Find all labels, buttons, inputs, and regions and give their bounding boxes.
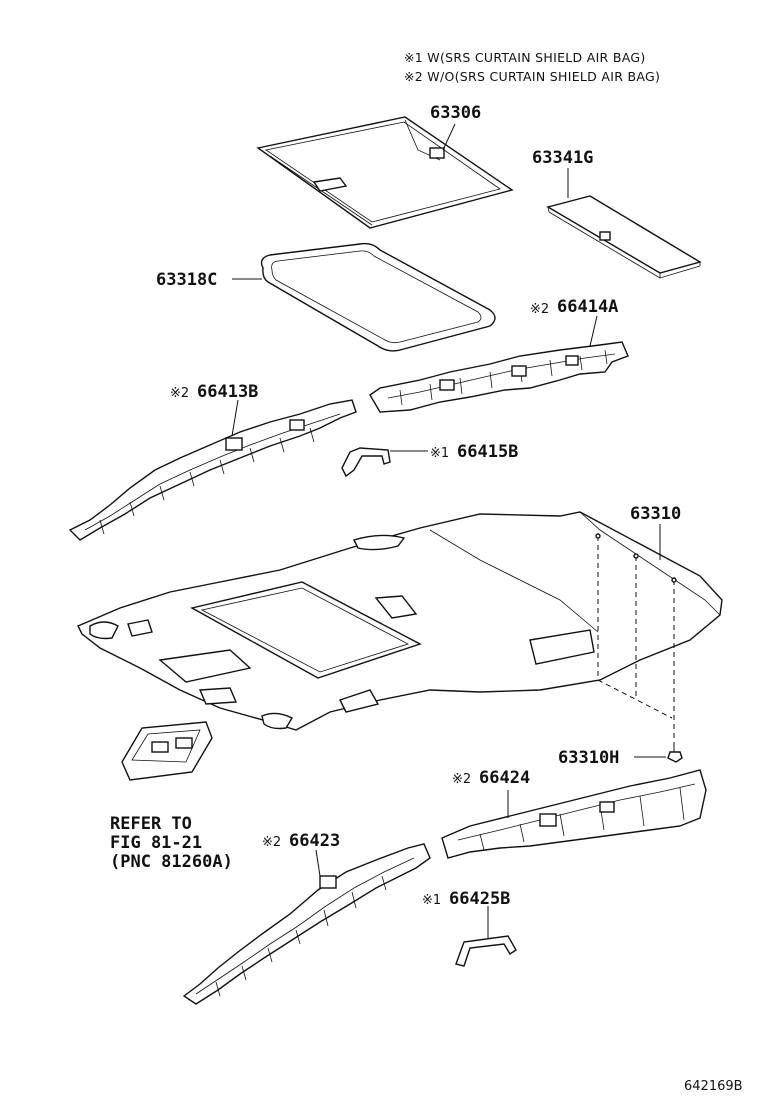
label-63318C: 63318C xyxy=(156,270,217,290)
refer-line-1: REFER TO xyxy=(110,814,192,834)
mark-66415B: ※1 xyxy=(430,446,449,461)
bracket-66425B-drawing xyxy=(455,906,517,967)
label-63341G: 63341G xyxy=(532,148,593,168)
mark-66424: ※2 xyxy=(452,772,471,787)
mark-66413B: ※2 xyxy=(170,386,189,401)
clip-63310H-drawing xyxy=(634,742,683,763)
label-66414A: 66414A xyxy=(557,297,618,317)
figure-code: 642169B xyxy=(684,1079,743,1094)
weatherstrip-63318C-drawing xyxy=(232,242,496,352)
pad-63341G-drawing xyxy=(546,168,702,279)
bracket-66415B-drawing xyxy=(341,447,428,478)
sunshade-63306-drawing xyxy=(256,116,514,229)
label-66415B: 66415B xyxy=(457,442,518,462)
note-without-airbag: ※2 W/O(SRS CURTAIN SHIELD AIR BAG) xyxy=(404,69,660,84)
note-with-airbag: ※1 W(SRS CURTAIN SHIELD AIR BAG) xyxy=(404,50,646,65)
label-63310H: 63310H xyxy=(558,748,619,768)
retainer-66423-drawing xyxy=(182,843,431,1005)
label-66425B: 66425B xyxy=(449,889,510,909)
mark-66414A: ※2 xyxy=(530,302,549,317)
label-66424: 66424 xyxy=(479,768,530,788)
retainer-66424-drawing xyxy=(441,769,707,859)
headlining-63310-drawing xyxy=(77,511,723,740)
map-lamp-drawing xyxy=(121,721,213,781)
refer-line-2: FIG 81-21 xyxy=(110,833,202,853)
mark-66423: ※2 xyxy=(262,835,281,850)
refer-line-3: (PNC 81260A) xyxy=(110,852,233,872)
retainer-66414A-drawing xyxy=(369,315,629,413)
label-63310: 63310 xyxy=(630,504,681,524)
mark-66425B: ※1 xyxy=(422,893,441,908)
retainer-66413B-drawing xyxy=(68,399,357,541)
label-66423: 66423 xyxy=(289,831,340,851)
label-66413B: 66413B xyxy=(197,382,258,402)
label-63306: 63306 xyxy=(430,103,481,123)
